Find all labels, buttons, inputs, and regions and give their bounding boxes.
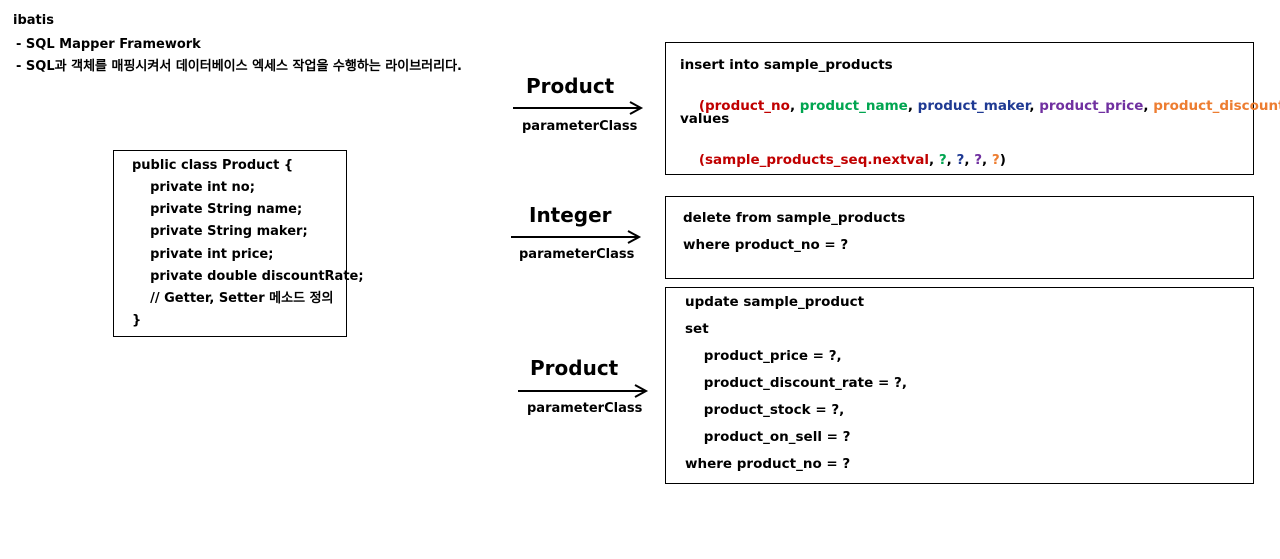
arrow-3-type: Product xyxy=(530,356,619,380)
insert-value-3: ? xyxy=(956,151,965,168)
class-line-7: // Getter, Setter 메소드 정의 xyxy=(132,291,334,306)
insert-value-sep-1: , xyxy=(928,151,939,168)
insert-value-sep-2: , xyxy=(946,151,957,168)
arrow-2-line xyxy=(511,230,642,244)
arrow-2-type: Integer xyxy=(529,203,612,227)
page-title: ibatis xyxy=(13,13,54,28)
update-line-7: where product_no = ? xyxy=(685,456,851,472)
insert-column-sep-2: , xyxy=(907,97,918,114)
class-line-2: private int no; xyxy=(132,180,255,195)
delete-sql-box: delete from sample_products where produc… xyxy=(665,196,1254,279)
insert-column-1: product_no xyxy=(704,97,790,114)
product-class-box: public class Product { private int no; p… xyxy=(113,150,364,337)
insert-column-sep-1: , xyxy=(789,97,800,114)
update-line-1: update sample_product xyxy=(685,294,865,310)
class-line-8: } xyxy=(132,313,142,328)
arrow-1-label: parameterClass xyxy=(522,119,638,134)
update-line-4: product_discount_rate = ?, xyxy=(685,375,907,391)
insert-column-3: product_maker xyxy=(917,97,1030,114)
values-close-paren: ) xyxy=(999,151,1006,168)
bullet-1: - SQL Mapper Framework xyxy=(16,37,201,52)
delete-line-1: delete from sample_products xyxy=(683,210,906,226)
arrow-1-line xyxy=(513,101,644,115)
insert-column-5: product_discount_rate xyxy=(1153,97,1280,114)
insert-line-3: values xyxy=(680,111,730,127)
insert-column-sep-4: , xyxy=(1143,97,1154,114)
class-line-1: public class Product { xyxy=(132,158,294,173)
arrow-1-type: Product xyxy=(526,74,615,98)
insert-value-1: sample_products_seq.nextval xyxy=(704,151,929,168)
class-line-5: private int price; xyxy=(132,247,274,262)
insert-value-2: ? xyxy=(938,151,947,168)
insert-column-2: product_name xyxy=(799,97,908,114)
insert-column-4: product_price xyxy=(1039,97,1144,114)
insert-open-paren: ( xyxy=(698,97,705,114)
values-open-paren: ( xyxy=(698,151,705,168)
insert-value-5: ? xyxy=(991,151,1000,168)
update-line-5: product_stock = ?, xyxy=(685,402,845,418)
insert-line-1: insert into sample_products xyxy=(680,57,893,73)
insert-column-sep-3: , xyxy=(1029,97,1040,114)
insert-columns-line: (product_no, product_name, product_maker… xyxy=(680,86,1280,127)
update-line-6: product_on_sell = ? xyxy=(685,429,851,445)
class-line-4: private String maker; xyxy=(132,224,308,239)
class-line-3: private String name; xyxy=(132,202,303,217)
insert-values-line: (sample_products_seq.nextval, ?, ?, ?, ?… xyxy=(680,140,1006,181)
update-line-3: product_price = ?, xyxy=(685,348,842,364)
class-line-6: private double discountRate; xyxy=(132,269,364,284)
insert-value-sep-4: , xyxy=(982,151,992,168)
insert-sql-box: insert into sample_products (product_no,… xyxy=(665,42,1280,175)
arrow-3-label: parameterClass xyxy=(527,401,643,416)
arrow-3-line xyxy=(518,384,649,398)
delete-line-2: where product_no = ? xyxy=(683,237,849,253)
insert-value-4: ? xyxy=(974,151,983,168)
bullet-2: - SQL과 객체를 매핑시켜서 데이터베이스 엑세스 작업을 수행하는 라이브… xyxy=(16,59,462,74)
update-sql-box: update sample_product set product_price … xyxy=(665,287,1254,484)
update-line-2: set xyxy=(685,321,709,337)
arrow-2-label: parameterClass xyxy=(519,247,635,262)
insert-value-sep-3: , xyxy=(964,151,975,168)
